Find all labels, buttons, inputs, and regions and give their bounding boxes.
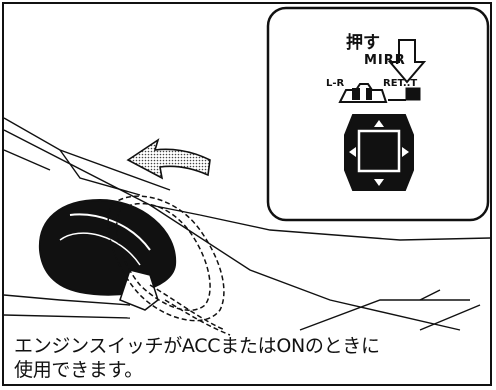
push-label: 押す [346,33,380,53]
lr-label: L-R [326,78,345,89]
mirror-label: MIRR [364,53,406,68]
caption-line-1: エンジンスイッチがACCまたはONのときに [14,335,380,357]
mirror-adjust-switch-icon [344,114,414,191]
lr-selector-switch [338,83,421,103]
curved-arrow-icon [126,138,211,180]
caption-line-2: 使用できます。 [14,359,144,381]
retract-label: RET..T [383,78,418,89]
dashed-mirror-outlines [107,195,231,336]
caption-text: エンジンスイッチがACCまたはONのときに 使用できます。 [14,334,484,382]
side-mirror [38,198,177,311]
push-down-arrow-icon [387,39,427,84]
